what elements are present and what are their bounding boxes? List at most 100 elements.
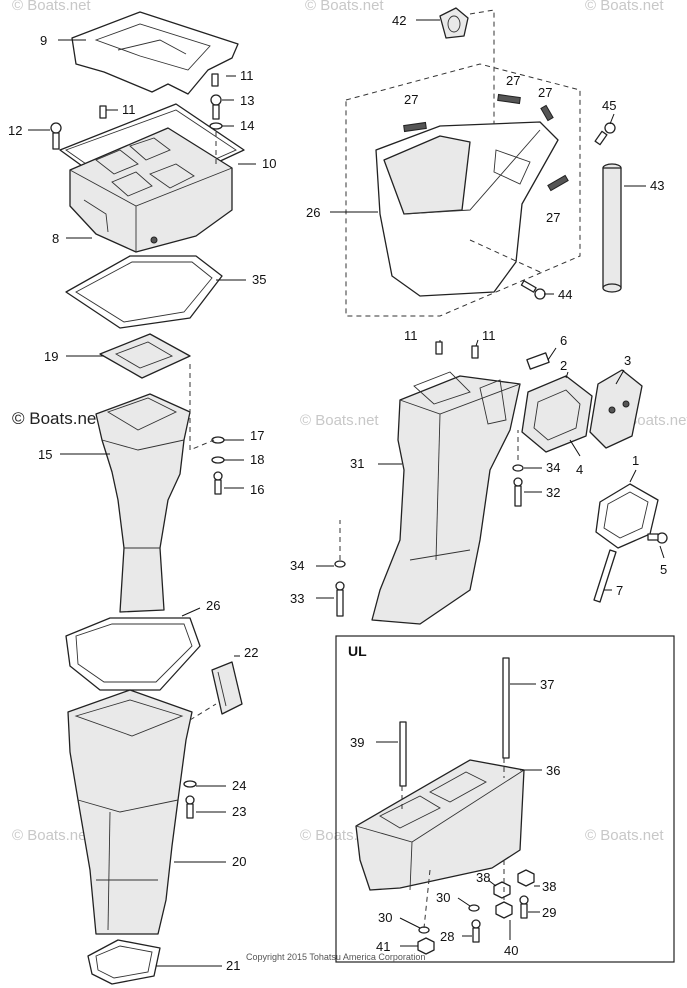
pad-27d: [547, 174, 569, 192]
nut-38b: [517, 869, 535, 887]
grommet-42: [439, 7, 469, 39]
stud-37: [502, 657, 510, 759]
pin-11a: [99, 105, 107, 119]
callout-8: 8: [52, 231, 59, 246]
cowling-26: [375, 121, 559, 297]
callout-28: 28: [440, 929, 454, 944]
callout-15: 15: [38, 447, 52, 462]
callout-45: 45: [602, 98, 616, 113]
exhaust-tube-15: [95, 393, 191, 613]
stud-39: [399, 721, 407, 787]
pin-11c: [435, 341, 443, 355]
callout-37: 37: [540, 677, 554, 692]
gasket-21: [87, 939, 161, 985]
callout-27: 27: [538, 85, 552, 100]
callout-13: 13: [240, 93, 254, 108]
bolt-12: [50, 122, 62, 150]
callout-41: 40: [504, 943, 518, 958]
watermark: © Boats.net: [12, 0, 91, 14]
pin-11b: [211, 73, 219, 87]
callout-43: 43: [650, 178, 664, 193]
nut-38a: [493, 881, 511, 899]
callout-44: 44: [558, 287, 572, 302]
callout-3: 3: [624, 353, 631, 368]
callout-20: 20: [232, 854, 246, 869]
bolt-28: [471, 919, 481, 943]
callout-38: 38: [476, 870, 490, 885]
gasket-35: [65, 255, 223, 329]
plate-19: [99, 333, 191, 379]
callout-21: 21: [226, 958, 240, 973]
callout-19: 19: [44, 349, 58, 364]
callout-6: 6: [560, 333, 567, 348]
washer-24: [183, 780, 197, 788]
callout-42: 42: [392, 13, 406, 28]
callout-31: 31: [350, 456, 364, 471]
callout-34: 34: [546, 460, 560, 475]
callout-11: 11: [122, 102, 136, 117]
callout-2: 2: [560, 358, 567, 373]
callout-34: 34: [290, 558, 304, 573]
callout-29: 29: [542, 905, 556, 920]
pad-27b: [497, 93, 521, 105]
callout-38: 38: [542, 879, 556, 894]
bolt-16: [213, 471, 223, 495]
pad-27a: [403, 121, 427, 133]
assembly-boundary-26: [345, 63, 581, 317]
callout-40: 41: [376, 939, 390, 954]
callout-18: 18: [250, 452, 264, 467]
watermark: © Boats.net: [585, 827, 664, 844]
callout-11: 11: [240, 68, 254, 83]
callout-22: 22: [244, 645, 258, 660]
callout-24: 24: [232, 778, 246, 793]
callout-16: 16: [250, 482, 264, 497]
ul-inset-frame: [335, 635, 675, 963]
callout-11: 11: [404, 328, 418, 343]
fitting-6: [526, 352, 550, 370]
watermark: © Boats.net: [12, 827, 91, 844]
callout-11: 11: [482, 328, 496, 343]
washer-34b: [334, 560, 346, 568]
callout-9: 9: [40, 33, 47, 48]
callout-27: 27: [506, 73, 520, 88]
washer-18: [211, 456, 225, 464]
callout-30: 30: [436, 890, 450, 905]
callout-23: 23: [232, 804, 246, 819]
water-tube-43: [602, 163, 622, 293]
ul-inset-title: UL: [348, 643, 367, 659]
washer-14: [209, 122, 223, 130]
callout-30: 30: [378, 910, 392, 925]
washer-30a: [468, 904, 480, 912]
plate-3: [589, 369, 643, 449]
cover-2: [521, 375, 593, 453]
callout-4: 4: [576, 462, 583, 477]
alignment-dashes: [189, 9, 541, 929]
callout-27: 27: [546, 210, 560, 225]
callout-36: 36: [546, 763, 560, 778]
leader-lines: [28, 19, 665, 967]
callout-10: 10: [262, 156, 276, 171]
watermark: © Boats.net: [585, 0, 664, 14]
callout-25: 26: [206, 598, 220, 613]
drive-shaft-housing-31: [371, 371, 521, 625]
callout-32: 32: [546, 485, 560, 500]
watermark-dark: © Boats.net: [12, 409, 101, 428]
bracket-22: [211, 661, 243, 715]
bolt-13: [210, 94, 222, 120]
callout-14: 14: [240, 118, 254, 133]
callout-17: 17: [250, 428, 264, 443]
screw-45: [594, 122, 616, 146]
bolt-5: [647, 532, 668, 544]
washer-34a: [512, 464, 524, 472]
callout-35: 35: [252, 272, 266, 287]
rod-7: [593, 549, 617, 603]
gasket-9: [71, 11, 239, 95]
callout-33: 33: [290, 591, 304, 606]
callout-1: 1: [632, 453, 639, 468]
bolt-23: [185, 795, 195, 819]
pin-11d: [471, 345, 479, 359]
bolt-33: [335, 581, 345, 617]
bolt-29: [519, 895, 529, 919]
callout-7: 7: [616, 583, 623, 598]
copyright-notice: Copyright 2015 Tohatsu America Corporati…: [246, 952, 425, 962]
